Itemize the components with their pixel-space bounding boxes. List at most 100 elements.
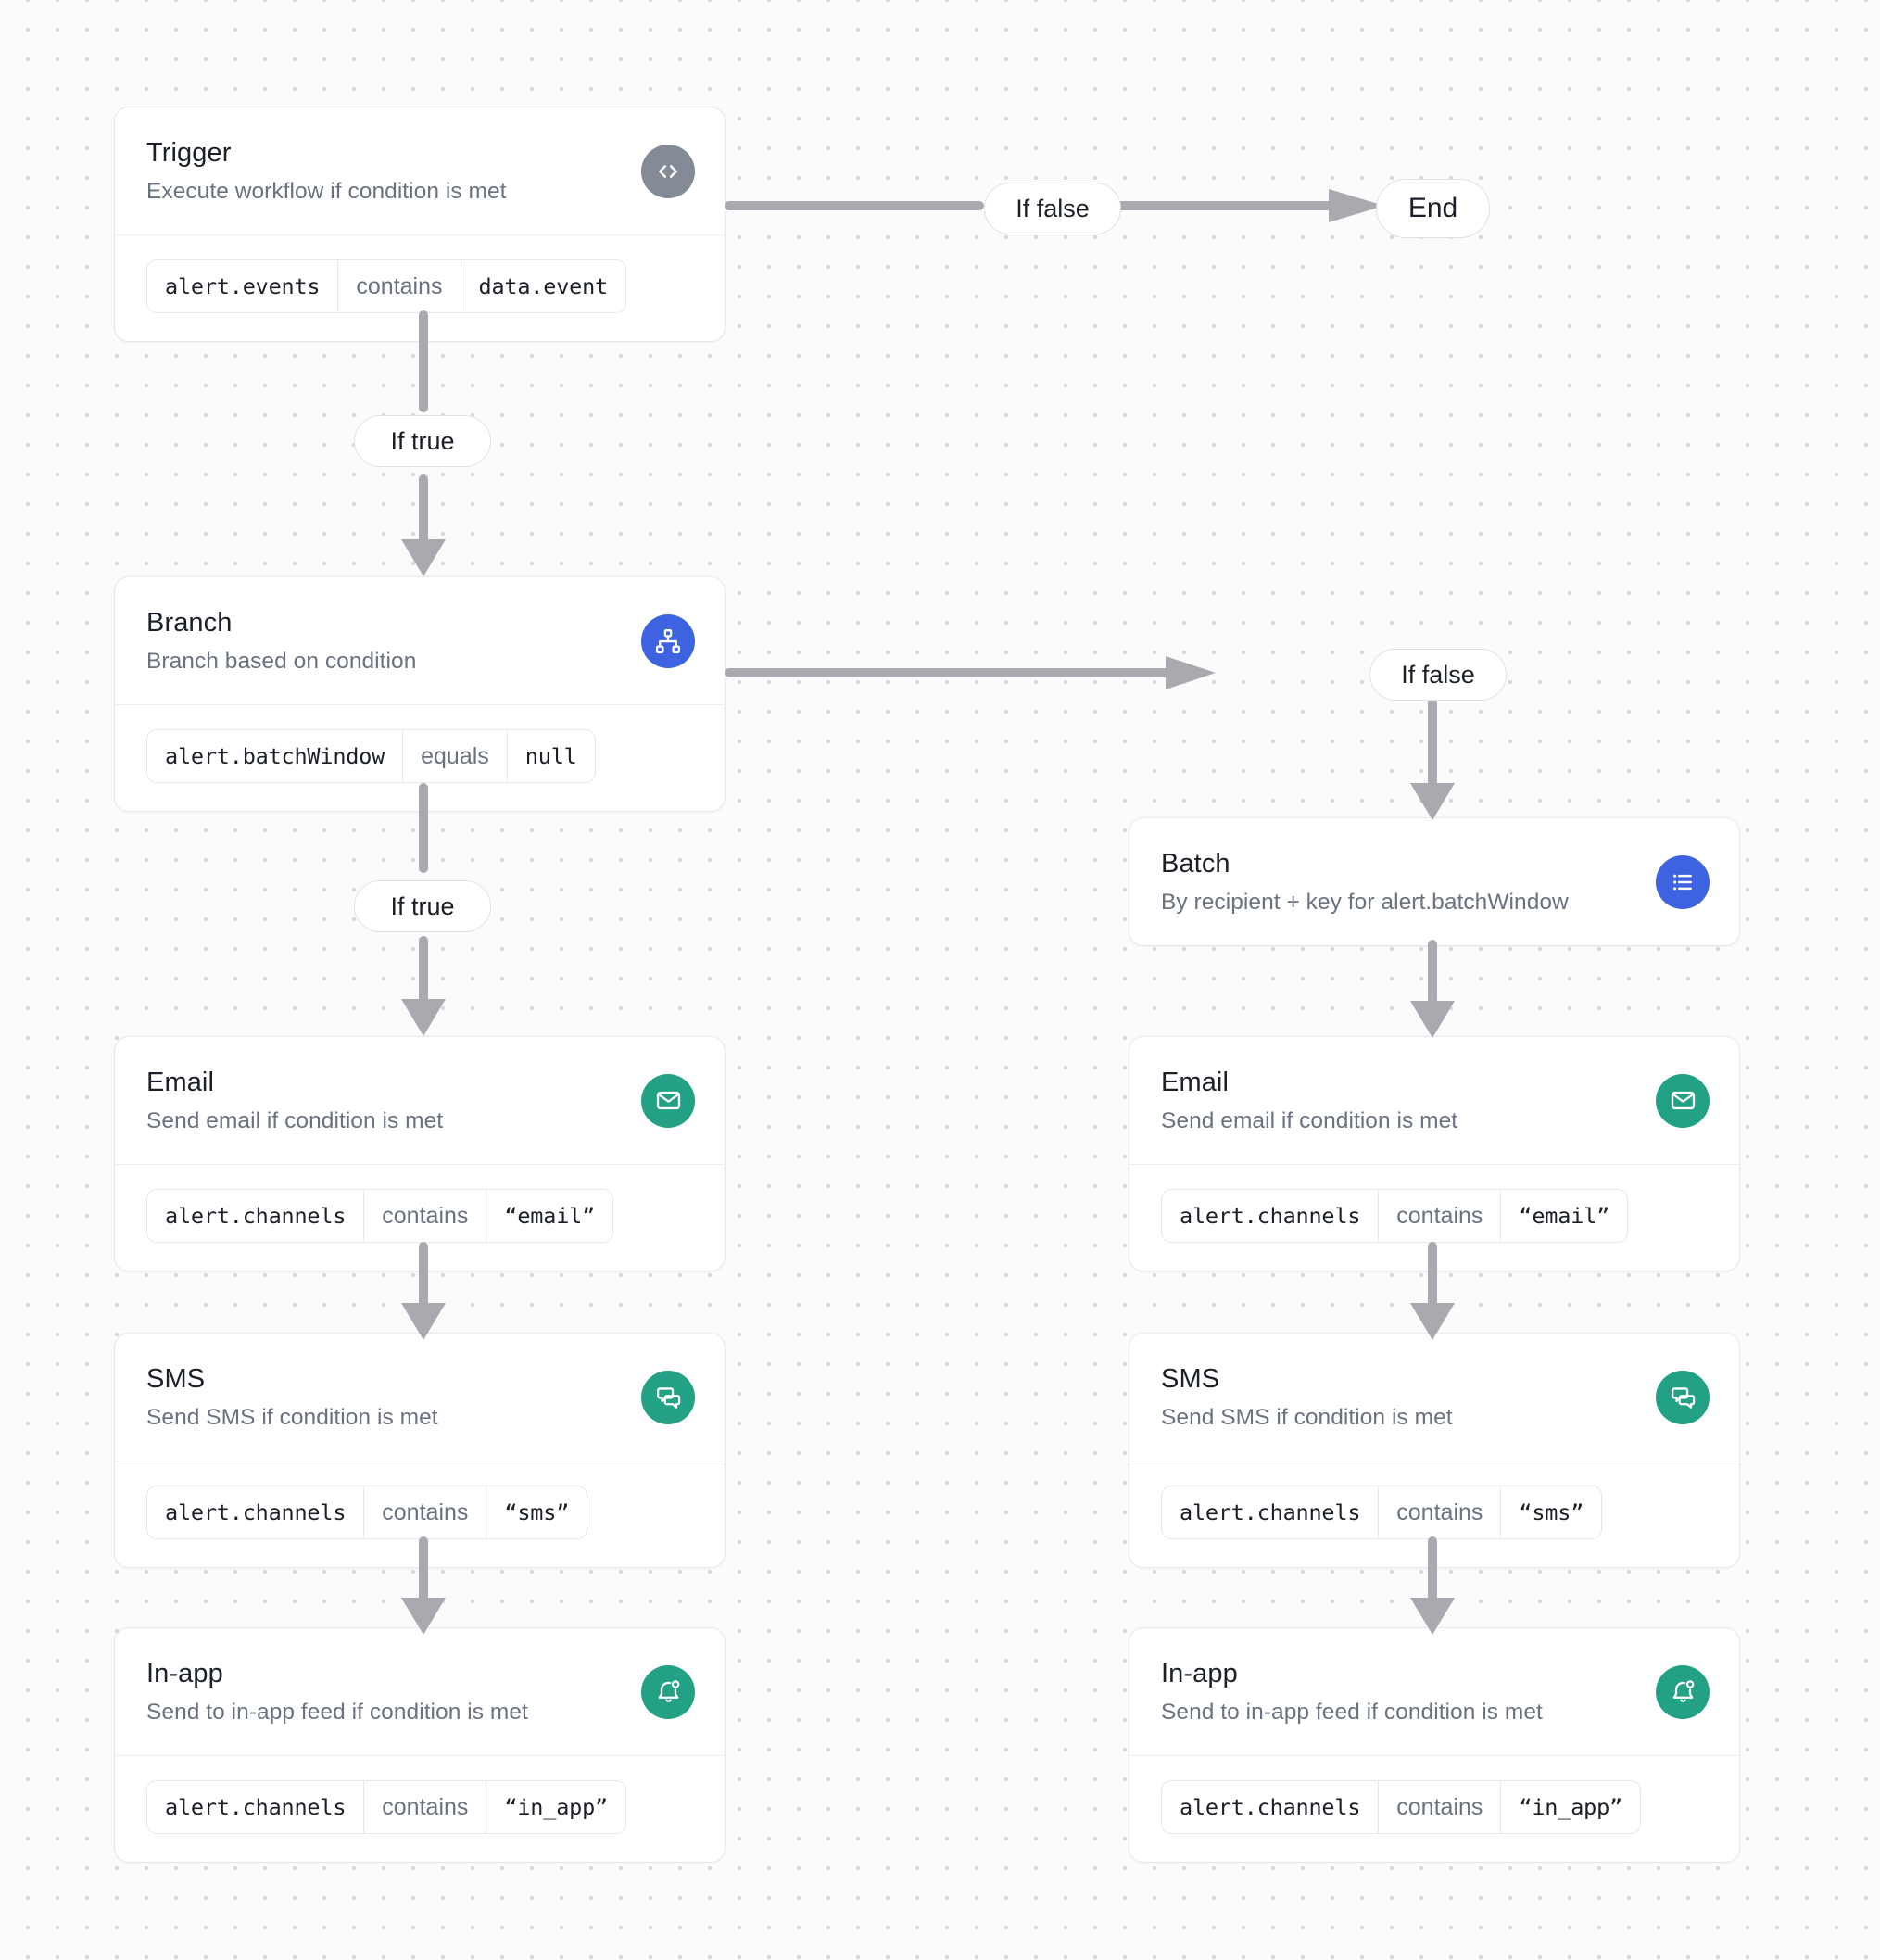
bell-dot-icon bbox=[641, 1664, 695, 1719]
edge-trigger-false-stub bbox=[725, 196, 984, 215]
pill-branch-if-false[interactable]: If false bbox=[1369, 649, 1507, 701]
node-condition-row: alert.batchWindow equals null bbox=[115, 704, 725, 811]
node-condition-row: alert.channels contains “in_app” bbox=[115, 1755, 725, 1862]
node-inapp-right[interactable]: In-app Send to in-app feed if condition … bbox=[1129, 1627, 1740, 1863]
node-title: In-app bbox=[146, 1659, 223, 1688]
condition-operator: contains bbox=[1378, 1781, 1500, 1833]
condition-field: alert.batchWindow bbox=[165, 743, 385, 769]
node-header: SMS Send SMS if condition is met bbox=[1129, 1334, 1739, 1461]
edge-true-to-email-arrow bbox=[392, 936, 455, 1036]
condition-chip[interactable]: alert.batchWindow equals null bbox=[146, 729, 596, 783]
edge-branch-false-arrow bbox=[725, 649, 1216, 697]
chat-bubbles-icon bbox=[1656, 1370, 1710, 1424]
node-batch[interactable]: Batch By recipient + key for alert.batch… bbox=[1129, 817, 1740, 946]
node-description: Send to in-app feed if condition is met bbox=[146, 1700, 528, 1725]
condition-chip[interactable]: alert.channels contains “in_app” bbox=[1161, 1780, 1641, 1834]
node-description: Branch based on condition bbox=[146, 649, 417, 674]
node-condition-row: alert.channels contains “email” bbox=[1129, 1164, 1739, 1271]
node-condition-row: alert.channels contains “sms” bbox=[1129, 1461, 1739, 1567]
condition-field: alert.channels bbox=[165, 1499, 347, 1525]
node-title: Email bbox=[1161, 1068, 1230, 1097]
edge-false-to-end-arrow bbox=[1106, 182, 1384, 230]
envelope-icon bbox=[641, 1073, 695, 1128]
condition-chip[interactable]: alert.channels contains “in_app” bbox=[146, 1780, 626, 1834]
node-header: SMS Send SMS if condition is met bbox=[115, 1334, 725, 1461]
condition-operator: contains bbox=[363, 1190, 486, 1242]
node-description: Send email if condition is met bbox=[1161, 1108, 1458, 1133]
condition-operator: equals bbox=[402, 730, 507, 782]
node-email-right[interactable]: Email Send email if condition is met ale… bbox=[1129, 1036, 1740, 1271]
node-description: Execute workflow if condition is met bbox=[146, 179, 507, 204]
node-sms-left[interactable]: SMS Send SMS if condition is met alert.c… bbox=[114, 1333, 726, 1568]
pill-label: If false bbox=[1016, 194, 1090, 222]
condition-field: alert.channels bbox=[1180, 1203, 1361, 1229]
condition-value: “email” bbox=[1500, 1190, 1627, 1242]
node-trigger[interactable]: Trigger Execute workflow if condition is… bbox=[114, 107, 726, 342]
condition-value: “in_app” bbox=[486, 1781, 625, 1833]
node-condition-row: alert.channels contains “sms” bbox=[115, 1461, 725, 1567]
pill-label: If true bbox=[390, 426, 455, 455]
edge-branch-true-stub bbox=[414, 783, 433, 873]
node-title: In-app bbox=[1161, 1659, 1238, 1688]
node-condition-row: alert.events contains data.event bbox=[115, 234, 725, 341]
condition-operator: contains bbox=[1378, 1486, 1500, 1538]
pill-label: If false bbox=[1401, 660, 1475, 689]
edge-batch-to-email-arrow bbox=[1401, 940, 1464, 1038]
node-branch[interactable]: Branch Branch based on condition alert.b… bbox=[114, 576, 726, 812]
node-title: SMS bbox=[1161, 1364, 1220, 1394]
node-title: Trigger bbox=[146, 138, 232, 168]
condition-chip[interactable]: alert.channels contains “email” bbox=[1161, 1189, 1629, 1243]
condition-value: “sms” bbox=[486, 1486, 587, 1538]
chat-bubbles-icon bbox=[641, 1370, 695, 1424]
node-description: Send to in-app feed if condition is met bbox=[1161, 1700, 1543, 1725]
pill-trigger-if-false[interactable]: If false bbox=[984, 183, 1121, 234]
list-icon bbox=[1656, 854, 1710, 909]
condition-field: alert.channels bbox=[1180, 1499, 1361, 1525]
condition-chip[interactable]: alert.channels contains “email” bbox=[146, 1189, 614, 1243]
node-description: Send SMS if condition is met bbox=[1161, 1405, 1453, 1430]
edge-trigger-true-stub bbox=[414, 310, 433, 412]
condition-value: “email” bbox=[486, 1190, 612, 1242]
edge-false-to-batch-arrow bbox=[1401, 698, 1464, 820]
condition-chip[interactable]: alert.events contains data.event bbox=[146, 259, 626, 313]
condition-field: alert.channels bbox=[165, 1203, 347, 1229]
condition-value: “in_app” bbox=[1500, 1781, 1640, 1833]
condition-value: null bbox=[506, 730, 595, 782]
condition-operator: contains bbox=[363, 1781, 486, 1833]
node-header: In-app Send to in-app feed if condition … bbox=[115, 1628, 725, 1755]
condition-value: “sms” bbox=[1500, 1486, 1601, 1538]
node-inapp-left[interactable]: In-app Send to in-app feed if condition … bbox=[114, 1627, 726, 1863]
node-title: Batch bbox=[1161, 849, 1230, 879]
node-title: Branch bbox=[146, 608, 233, 638]
node-end[interactable]: End bbox=[1376, 179, 1490, 238]
node-condition-row: alert.channels contains “email” bbox=[115, 1164, 725, 1271]
node-header: Email Send email if condition is met bbox=[115, 1037, 725, 1164]
condition-operator: contains bbox=[363, 1486, 486, 1538]
node-description: By recipient + key for alert.batchWindow bbox=[1161, 890, 1569, 915]
node-title: Email bbox=[146, 1068, 215, 1097]
envelope-icon bbox=[1656, 1073, 1710, 1128]
code-icon bbox=[641, 144, 695, 198]
node-header: Batch By recipient + key for alert.batch… bbox=[1129, 818, 1739, 945]
node-condition-row: alert.channels contains “in_app” bbox=[1129, 1755, 1739, 1862]
hierarchy-icon bbox=[641, 613, 695, 668]
end-label: End bbox=[1407, 193, 1458, 223]
pill-trigger-if-true[interactable]: If true bbox=[354, 415, 491, 467]
node-header: Trigger Execute workflow if condition is… bbox=[115, 107, 725, 234]
condition-chip[interactable]: alert.channels contains “sms” bbox=[146, 1486, 588, 1539]
condition-field: alert.channels bbox=[165, 1794, 347, 1820]
condition-operator: contains bbox=[1378, 1190, 1500, 1242]
node-header: Branch Branch based on condition bbox=[115, 577, 725, 704]
condition-value: data.event bbox=[460, 260, 625, 312]
node-sms-right[interactable]: SMS Send SMS if condition is met alert.c… bbox=[1129, 1333, 1740, 1568]
condition-chip[interactable]: alert.channels contains “sms” bbox=[1161, 1486, 1603, 1539]
condition-operator: contains bbox=[337, 260, 460, 312]
edge-email-to-sms-arrow-left bbox=[392, 1242, 455, 1340]
pill-label: If true bbox=[390, 891, 455, 920]
pill-branch-if-true[interactable]: If true bbox=[354, 880, 491, 932]
node-email-left[interactable]: Email Send email if condition is met ale… bbox=[114, 1036, 726, 1271]
edge-true-to-branch-arrow bbox=[392, 474, 455, 576]
edge-email-to-sms-arrow-right bbox=[1401, 1242, 1464, 1340]
bell-dot-icon bbox=[1656, 1664, 1710, 1719]
